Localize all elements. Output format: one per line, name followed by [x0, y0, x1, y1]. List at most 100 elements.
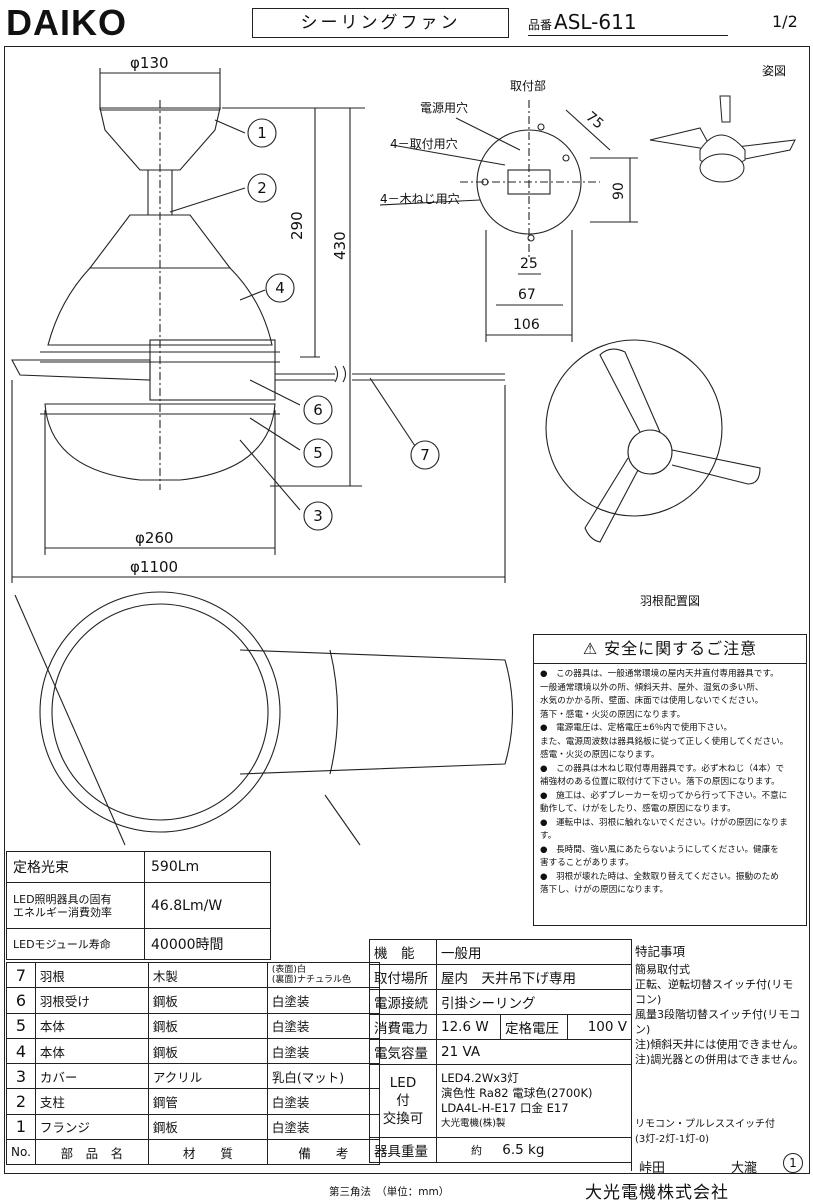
info-row: 取付場所 屋内 天井吊下げ専用	[369, 964, 632, 990]
table-row: 3 カバー アクリル 乳白(マット)	[6, 1063, 380, 1090]
part-note: 白塗装	[266, 987, 380, 1014]
parts-table: 7 羽根 木製 (表面)白 (裏面)ナチュラル色 6 羽根受け 鋼板 白塗装 5…	[6, 961, 380, 1166]
spec-table: 定格光束 590Lm LED照明器具の固有 エネルギー消費効率 46.8Lm/W…	[6, 851, 271, 960]
note-line: 簡易取付式	[635, 963, 690, 976]
led-spec-1: LED4.2Wx3灯	[441, 1071, 519, 1085]
part-no: 5	[6, 1012, 36, 1039]
blade-layout-label: 羽根配置図	[640, 594, 700, 608]
callout-4: 4	[275, 279, 285, 297]
safety-caution-box: ⚠安全に関するご注意 ● この器具は、一般通常環境の屋内天井直付専用器具です。 …	[533, 634, 807, 926]
part-material: 鋼板	[147, 1113, 268, 1141]
spec-row: LEDモジュール寿命 40000時間	[6, 928, 271, 960]
spec-label: LEDモジュール寿命	[6, 928, 145, 960]
info-table: 機 能 一般用 取付場所 屋内 天井吊下げ専用 電源接続 引掛シーリング 消費電…	[369, 939, 632, 1163]
callout-3: 3	[313, 507, 323, 525]
brand-logo: DAIKO	[6, 2, 127, 43]
part-material: 鋼板	[147, 987, 268, 1014]
part-no-label: 品番	[528, 18, 553, 32]
location-label: 取付場所	[369, 964, 437, 990]
led-value: LED4.2Wx3灯 演色性 Ra82 電球色(2700K) LDA4L-H-E…	[436, 1064, 632, 1138]
dim-290: 290	[288, 211, 306, 240]
dim-25: 25	[520, 256, 538, 272]
part-no: 1	[6, 1113, 36, 1141]
spec-value: 40000時間	[144, 928, 271, 960]
info-row: 消費電力 12.6 W 定格電圧 100 V	[369, 1014, 632, 1040]
dim-75: 75	[582, 109, 606, 133]
special-notes: 特記事項 簡易取付式 正転、逆転切替スイッチ付(リモコン) 風量3段階切替スイッ…	[631, 939, 808, 1176]
drawing-frame	[4, 46, 810, 1174]
led-spec-4: 大光電機(株)製	[441, 1118, 506, 1129]
part-name: 支柱	[34, 1088, 149, 1115]
label-screw-holes: 4－木ねじ用穴	[380, 191, 460, 206]
part-material: 鋼板	[147, 1037, 268, 1065]
consumption-label: 消費電力	[369, 1014, 437, 1040]
part-material: 鋼板	[147, 1012, 268, 1039]
location-value: 屋内 天井吊下げ専用	[436, 964, 632, 990]
spec-value: 46.8Lm/W	[144, 882, 271, 929]
weight-label: 器具重量	[369, 1137, 437, 1163]
note-line: 風量3段階切替スイッチ付(リモコン)	[635, 1008, 801, 1036]
table-header-row: No. 部 品 名 材 質 備 考	[6, 1139, 380, 1166]
table-row: 5 本体 鋼板 白塗装	[6, 1012, 380, 1039]
function-label: 機 能	[369, 939, 437, 965]
part-note: 白塗装	[266, 1088, 380, 1115]
table-row: 4 本体 鋼板 白塗装	[6, 1037, 380, 1065]
note-line: 注)調光器との併用はできません。	[635, 1053, 804, 1066]
weight-approx: 約	[471, 1144, 482, 1157]
note-line: 注)傾斜天井には使用できません。	[635, 1038, 804, 1051]
part-note: 白塗装	[266, 1012, 380, 1039]
part-name: 本体	[34, 1037, 149, 1065]
callout-1: 1	[257, 124, 267, 142]
spec-row: LED照明器具の固有 エネルギー消費効率 46.8Lm/W	[6, 882, 271, 929]
dim-90: 90	[611, 182, 627, 200]
warning-icon: ⚠	[582, 639, 599, 658]
part-material: 木製	[147, 961, 268, 989]
led-spec-2: 演色性 Ra82 電球色(2700K)	[441, 1086, 593, 1100]
page-number: 1/2	[772, 12, 798, 31]
revision-mark: 1	[783, 1153, 803, 1173]
part-note: 乳白(マット)	[266, 1063, 380, 1090]
part-name: 羽根	[34, 961, 149, 989]
part-no: 2	[6, 1088, 36, 1115]
info-row: 機 能 一般用	[369, 939, 632, 965]
spec-row: 定格光束 590Lm	[6, 851, 271, 883]
part-note: 白塗装	[266, 1113, 380, 1141]
divider	[528, 35, 728, 36]
led-label: LED 付 交換可	[369, 1064, 437, 1138]
label-mount-holes: 4－取付用穴	[390, 136, 458, 151]
part-note: 白塗装	[266, 1037, 380, 1065]
info-row: 電気容量 21 VA	[369, 1039, 632, 1065]
dim-phi130: φ130	[130, 54, 169, 72]
view-label: 姿図	[762, 64, 786, 78]
part-name: カバー	[34, 1063, 149, 1090]
table-row: 1 フランジ 鋼板 白塗装	[6, 1113, 380, 1141]
dim-106: 106	[513, 317, 540, 333]
drafter-name: 峠田	[639, 1161, 666, 1176]
note-line: 正転、逆転切替スイッチ付(リモコン)	[635, 978, 794, 1006]
header-note: 備 考	[266, 1139, 380, 1166]
function-value: 一般用	[436, 939, 632, 965]
remote-line2: (3灯-2灯-1灯-0)	[635, 1134, 710, 1145]
callout-7: 7	[420, 446, 430, 464]
part-no-value: ASL-611	[554, 10, 637, 34]
table-row: 6 羽根受け 鋼板 白塗装	[6, 987, 380, 1014]
weight-value: 約 6.5 kg	[436, 1137, 632, 1163]
notes-title: 特記事項	[635, 944, 686, 959]
led-label-line1: LED	[389, 1075, 417, 1091]
power-value: 引掛シーリング	[436, 989, 632, 1015]
mount-title: 取付部	[510, 78, 546, 93]
spec-label: LED照明器具の固有 エネルギー消費効率	[6, 882, 145, 929]
company-name: 大光電機株式会社	[585, 1183, 729, 1203]
led-label-line3: 交換可	[382, 1111, 424, 1127]
callout-6: 6	[313, 401, 323, 419]
callout-2: 2	[257, 179, 267, 197]
part-no: 7	[6, 961, 36, 989]
voltage-label: 定格電圧	[500, 1014, 568, 1040]
caution-header: ⚠安全に関するご注意	[534, 635, 806, 664]
product-type: シーリングファン	[252, 8, 509, 38]
capacity-value: 21 VA	[436, 1039, 632, 1065]
table-row: 7 羽根 木製 (表面)白 (裏面)ナチュラル色	[6, 961, 380, 989]
projection-note: 第三角法 （単位：mm）	[329, 1186, 450, 1198]
part-note: (表面)白 (裏面)ナチュラル色	[266, 961, 380, 989]
